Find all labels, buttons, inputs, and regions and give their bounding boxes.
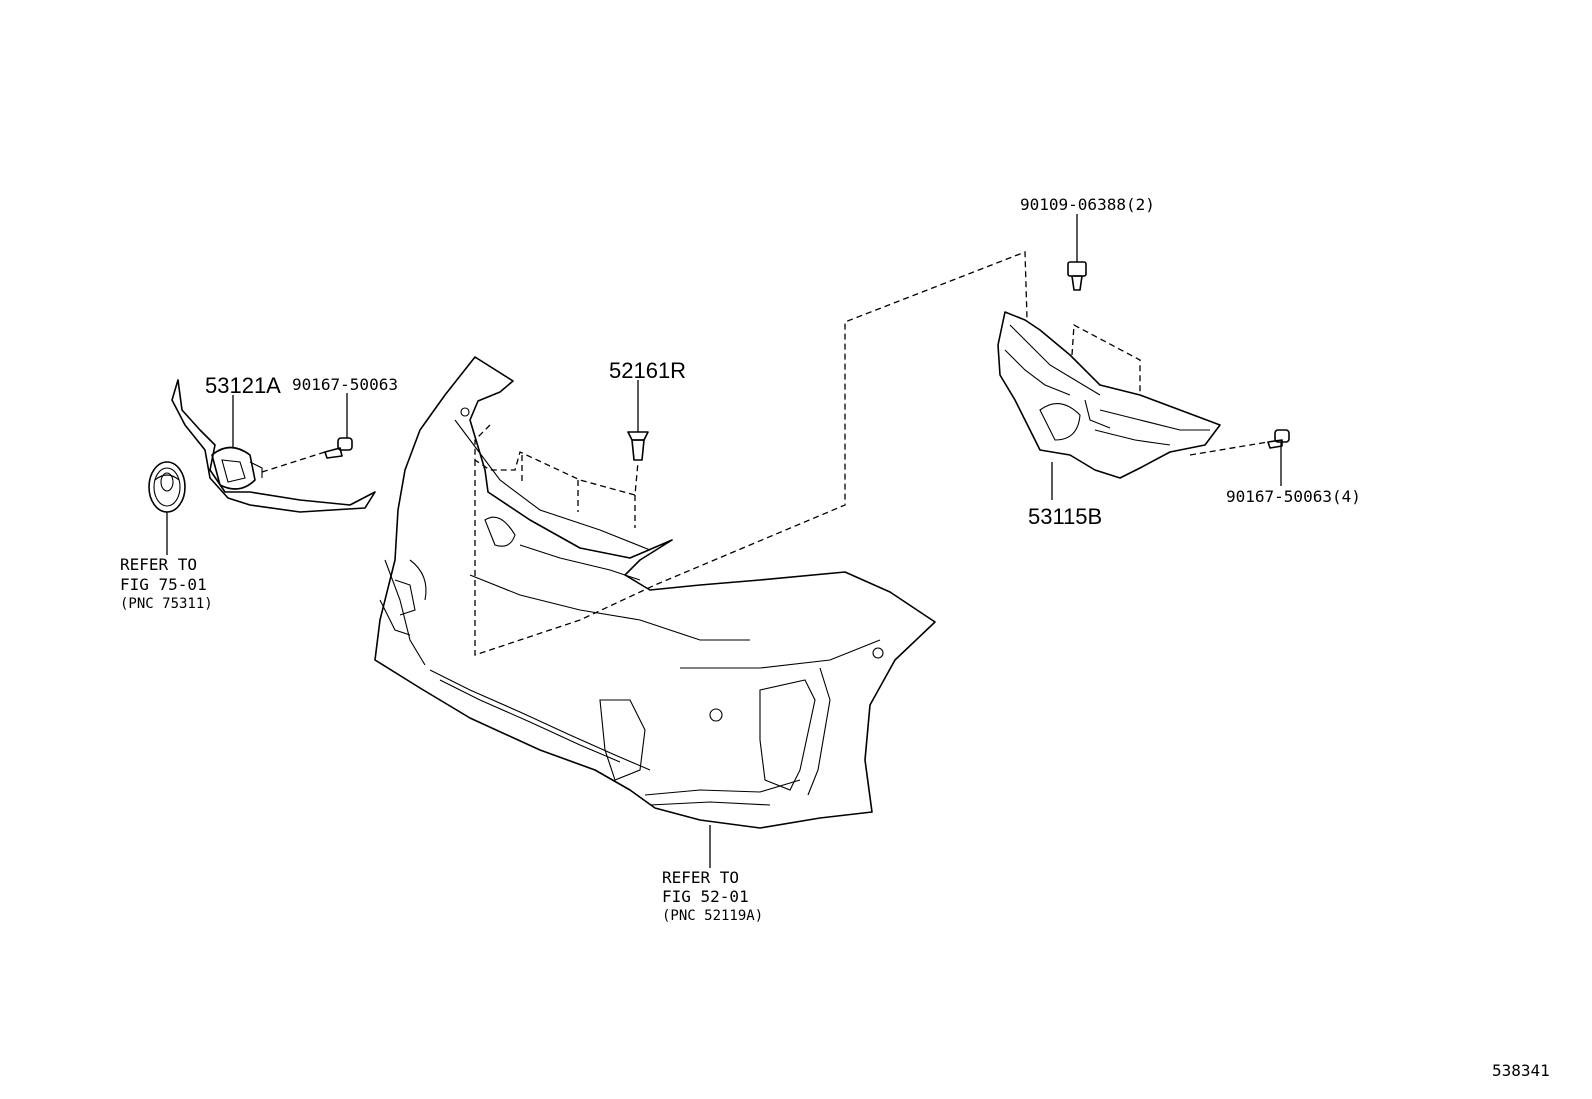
ref-emblem-line2: FIG 75-01 [120,575,207,594]
bracket-bolt[interactable] [1067,261,1087,291]
part-label-90167-50063-4[interactable]: 90167-50063(4) [1226,487,1361,506]
illustration-id: 538341 [1492,1061,1550,1080]
retainer-screw[interactable] [1267,429,1290,449]
clip[interactable] [627,431,649,461]
ref-bumper-line2: FIG 52-01 [662,887,749,906]
bumper-retainer[interactable] [997,311,1221,479]
grille-screw[interactable] [324,437,353,459]
part-label-90167-50063[interactable]: 90167-50063 [292,375,398,394]
ref-emblem-line3: (PNC 75311) [120,596,213,612]
emblem[interactable] [148,461,186,513]
leader-lines [166,214,1282,868]
part-label-90109-06388[interactable]: 90109-06388(2) [1020,195,1155,214]
front-bumper-cover[interactable] [374,356,936,829]
assembly-lines [261,251,1269,656]
emblem-reference-note[interactable]: REFER TO FIG 75-01 (PNC 75311) [120,555,213,612]
part-label-53121a[interactable]: 53121A [205,373,281,398]
grille-molding[interactable] [171,379,376,513]
ref-bumper-line1: REFER TO [662,868,739,887]
part-label-52161r[interactable]: 52161R [609,358,686,383]
bumper-reference-note[interactable]: REFER TO FIG 52-01 (PNC 52119A) [662,868,763,924]
ref-emblem-line1: REFER TO [120,555,197,574]
ref-bumper-line3: (PNC 52119A) [662,908,763,924]
part-label-53115b[interactable]: 53115B [1028,504,1102,529]
